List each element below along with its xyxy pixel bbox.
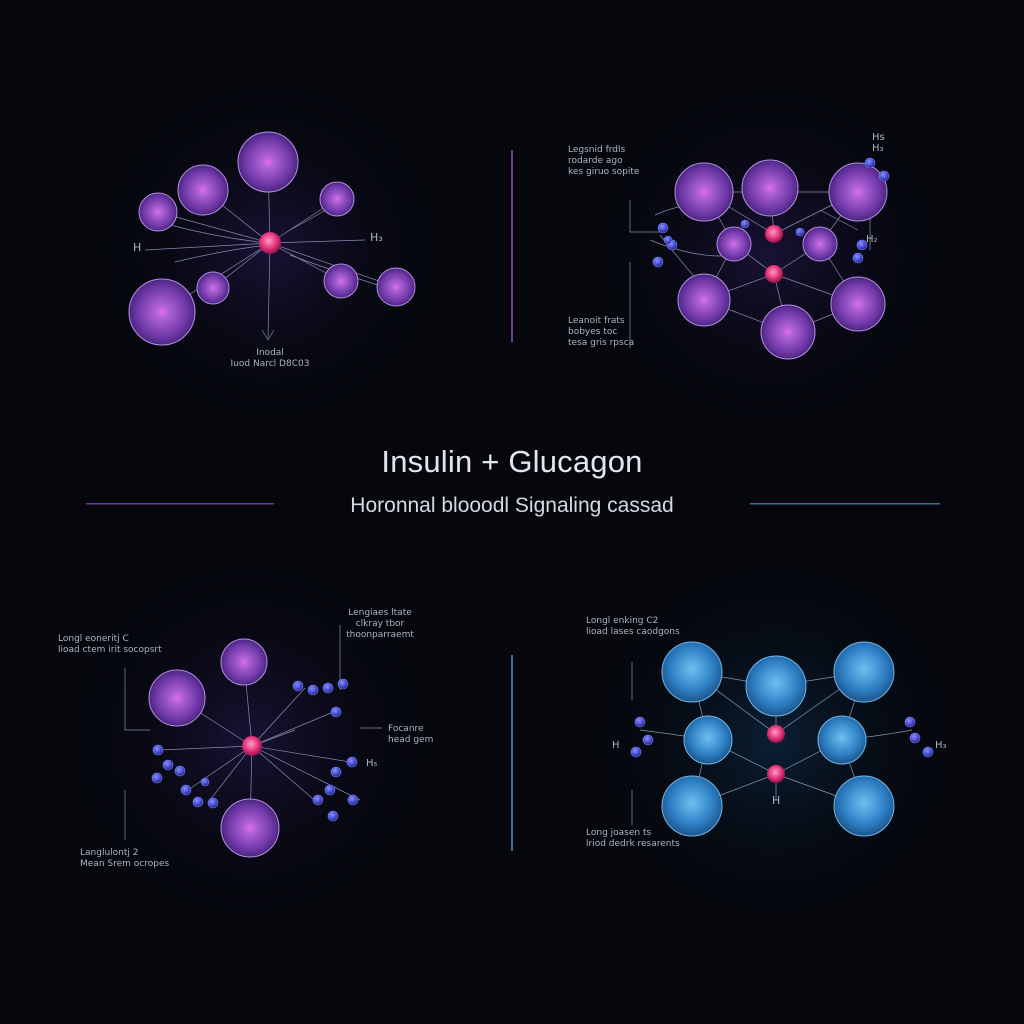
sphere [833, 641, 895, 703]
sphere [683, 715, 733, 765]
label-top-left: Longl eoneritj C lioad ctem irit socopsr… [58, 634, 162, 655]
label-right: Focanre head gem [388, 724, 434, 745]
sphere [677, 273, 731, 327]
page-subtitle: Horonnal blooodl Signaling cassad [350, 494, 674, 517]
atom-cluster [630, 716, 934, 758]
sphere [830, 276, 886, 332]
sphere [128, 278, 196, 346]
core-node [765, 265, 783, 283]
core-node [242, 736, 262, 756]
core-node [767, 765, 785, 783]
sphere [138, 192, 178, 232]
divider-top [511, 150, 513, 342]
label-bottom-left: Long joasen ts lriod dedrk resarents [586, 828, 680, 849]
label-right: H₂ [866, 234, 878, 245]
sphere [817, 715, 867, 765]
sphere [323, 263, 359, 299]
label-top-left: Longl enking C2 lioad lases caodgons [586, 616, 680, 637]
sphere [802, 226, 838, 262]
sphere [148, 669, 206, 727]
sphere [319, 181, 355, 217]
label-h-left: H [133, 241, 142, 254]
label-bottom-left: Langlulontj 2 Mean Srem ocropes [80, 848, 170, 869]
sphere [220, 798, 280, 858]
sphere [661, 775, 723, 837]
core-node [765, 225, 783, 243]
page-title: Insulin + Glucagon [381, 444, 643, 479]
label-h-right: H₃ [370, 231, 383, 244]
atom-cluster [652, 157, 890, 268]
sphere [220, 638, 268, 686]
label-h-right: H₅ [366, 758, 378, 769]
label-h-left: H [612, 740, 620, 751]
sphere [741, 159, 799, 217]
sphere [745, 655, 807, 717]
sphere [661, 641, 723, 703]
sphere [828, 162, 888, 222]
divider-bottom [511, 655, 513, 851]
label-top-left: Legsnid frdls rodarde ago kes giruo sopi… [568, 145, 640, 177]
sphere [376, 267, 416, 307]
label-bottom: Inodal Iuod Narcl D8C03 [230, 348, 310, 369]
rule-right [750, 503, 940, 505]
sphere [833, 775, 895, 837]
sphere [760, 304, 816, 360]
sphere [237, 131, 299, 193]
label-top-right: Hs H₃ [872, 132, 885, 154]
sphere [177, 164, 229, 216]
label-bottom-left: Leanoit frats bobyes toc tesa gris rpsca [568, 316, 635, 348]
rule-left [86, 503, 274, 505]
sphere [196, 271, 230, 305]
label-h-right: H₃ [935, 740, 947, 751]
sphere [716, 226, 752, 262]
core-node [259, 232, 281, 254]
atom-chain [151, 678, 359, 822]
label-h-center: H [772, 794, 781, 807]
core-node [767, 725, 785, 743]
sphere [674, 162, 734, 222]
label-top-right: Lengiaes ltate clkray tbor thoonparraemt [346, 608, 414, 640]
glow-top-right [590, 75, 950, 435]
